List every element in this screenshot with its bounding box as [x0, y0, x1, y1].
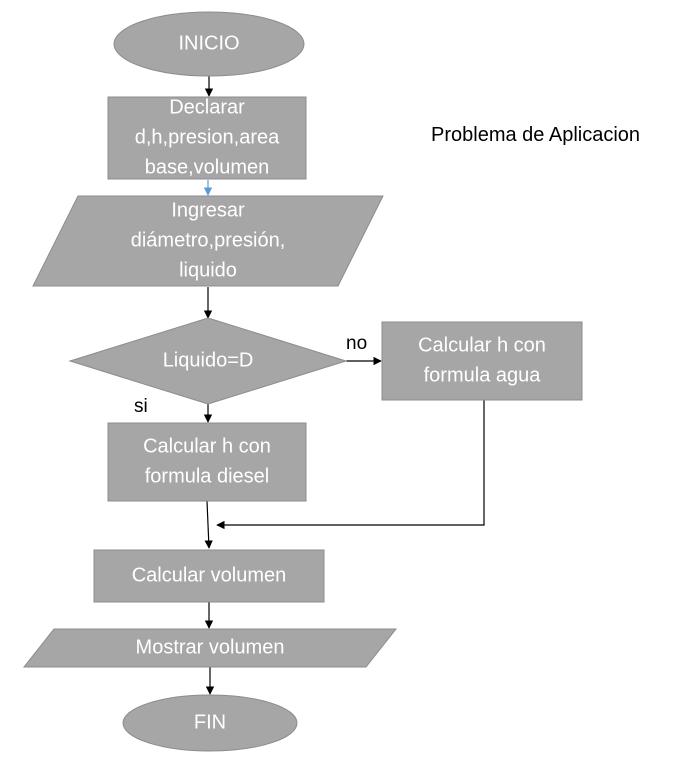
node-mostrar: Mostrar volumen	[22, 628, 398, 668]
node-fin-shape	[122, 694, 298, 752]
node-mostrar-label-line-1: Mostrar volumen	[136, 636, 285, 658]
node-calc-agua-shape	[381, 321, 583, 401]
node-declarar: Declarar d,h,presion,area base,volumen	[107, 96, 307, 180]
node-calc-volumen-label-line-1: Calcular volumen	[132, 564, 287, 586]
node-calc-diesel-label-line-2: formula diesel	[145, 465, 270, 487]
node-ingresar-shape	[32, 195, 384, 287]
node-inicio-shape	[113, 11, 305, 77]
edge-label-si: si	[134, 396, 148, 417]
node-calc-agua-label-line-2: formula agua	[424, 364, 542, 386]
node-declarar-label-line-1: Declarar	[169, 96, 245, 118]
node-calc-volumen-shape	[93, 549, 325, 603]
node-declarar-label-line-3: base,volumen	[145, 156, 270, 178]
node-ingresar-label-line-1: Ingresar	[171, 199, 245, 221]
node-decision-shape	[68, 317, 348, 405]
edge-calc-agua-to-calc-volumen	[216, 400, 485, 530]
node-declarar-label-line-2: d,h,presion,area	[135, 126, 280, 148]
node-calc-volumen: Calcular volumen	[93, 549, 325, 603]
connectors: no si	[134, 76, 485, 695]
node-calc-diesel: Calcular h con formula diesel	[107, 422, 307, 502]
node-inicio-label-line-1: INICIO	[178, 32, 239, 54]
node-calc-diesel-shape	[107, 422, 307, 502]
node-ingresar-label-line-3: liquido	[179, 259, 237, 281]
node-calc-agua-label-line-1: Calcular h con	[418, 334, 546, 356]
node-fin-label-line-1: FIN	[194, 711, 226, 733]
node-ingresar-label-line-2: diámetro,presión,	[131, 229, 286, 251]
edge-label-no: no	[346, 333, 367, 354]
node-decision: Liquido=D	[68, 317, 348, 405]
node-fin: FIN	[122, 694, 298, 752]
node-calc-agua: Calcular h con formula agua	[381, 321, 583, 401]
node-decision-label-line-1: Liquido=D	[163, 349, 254, 371]
diagram-title: Problema de Aplicacion	[431, 124, 641, 146]
node-inicio: INICIO	[113, 11, 305, 77]
nodes: INICIO Declarar d,h,presion,area base,volum…	[22, 11, 583, 752]
node-mostrar-shape	[22, 628, 398, 668]
node-ingresar: Ingresar diámetro,presión, liquido	[32, 195, 384, 287]
edge-calc-diesel-to-calc-volumen	[204, 500, 213, 549]
node-declarar-shape	[107, 96, 307, 180]
node-calc-diesel-label-line-1: Calcular h con	[143, 435, 271, 457]
